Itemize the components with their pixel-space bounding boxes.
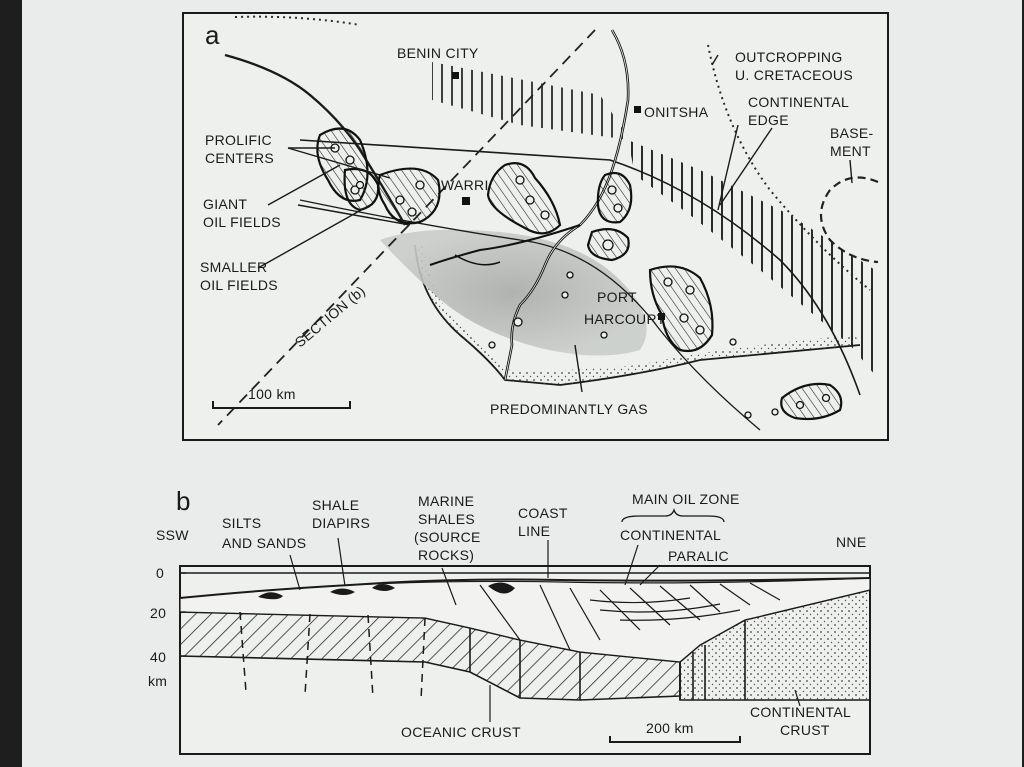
depth-0: 0 [156,565,164,581]
label-onitsha: ONITSHA [644,104,709,120]
depth-40: 40 [150,649,166,665]
label-marine-4: ROCKS) [418,547,474,563]
panel-b-section: b SSW NNE SILTS AND SANDS SHALE DIAPIRS … [148,486,871,755]
label-prolific-2: CENTERS [205,150,274,166]
label-benin-city: BENIN CITY [397,45,479,61]
label-paralic: PARALIC [668,548,729,564]
label-ssw: SSW [156,527,189,543]
label-shale-1: SHALE [312,497,359,513]
label-nne: NNE [836,534,866,550]
gas-area [380,229,647,356]
map-scale-bar [212,401,351,409]
label-section-scale: 200 km [646,720,694,736]
main-oil-zone-brace [621,507,725,523]
label-marine-1: MARINE [418,493,474,509]
label-continental-crust-2: CRUST [780,722,830,738]
river-branch-2 [454,254,501,266]
oil-fields [316,127,843,421]
panel-b-letter: b [176,486,190,516]
label-outcropping-1: OUTCROPPING [735,49,843,65]
warri-marker [462,197,470,205]
label-warri: WARRI [441,177,489,193]
growth-fault-1 [299,139,861,396]
label-coast-2: LINE [518,523,550,539]
section-scale-bar [609,736,741,743]
crust-steps [469,620,746,700]
growth-faults [479,582,781,651]
label-continental-edge-2: EDGE [748,112,789,128]
label-continental-crust-1: CONTINENTAL [750,704,851,720]
label-continental-zone: CONTINENTAL [620,527,721,543]
label-map-scale: 100 km [248,386,296,402]
label-silts-1: SILTS [222,515,261,531]
diapirs [258,582,515,600]
label-basement-2: MENT [830,143,871,159]
sea-floor [179,577,871,599]
label-port: PORT [597,289,637,305]
panel-a-map: a BENIN CITY ONITSHA WARRI PORT HARCOURT… [182,12,889,441]
sand-fringe [415,245,860,385]
label-giant-2: OIL FIELDS [203,214,281,230]
label-continental-edge-1: CONTINENTAL [748,94,849,110]
hatched-band-north [432,62,630,140]
panel-a-letter: a [205,20,220,50]
outcropping-line [707,44,871,291]
benin-city-marker [452,72,459,79]
label-smaller-1: SMALLER [200,259,267,275]
section-line [217,29,596,426]
depth-unit: km [148,673,167,689]
label-outcropping-2: U. CRETACEOUS [735,67,853,83]
hatched-band-continental-edge [628,140,875,375]
label-coast-1: COAST [518,505,568,521]
niger-river-inner [504,29,629,381]
label-basement-1: BASE- [830,125,874,141]
port-harcourt-marker [658,313,665,320]
label-giant-1: GIANT [203,196,247,212]
label-silts-2: AND SANDS [222,535,306,551]
river-branch [429,224,581,266]
onitsha-marker [634,106,641,113]
label-smaller-2: OIL FIELDS [200,277,278,293]
depth-20: 20 [150,605,166,621]
label-main-oil-zone: MAIN OIL ZONE [632,491,740,507]
label-prolific-1: PROLIFIC [205,132,272,148]
label-marine-2: SHALES [418,511,475,527]
label-harcourt: HARCOURT [584,311,666,327]
label-shale-2: DIAPIRS [312,515,370,531]
label-marine-3: (SOURCE [414,529,481,545]
label-oceanic-crust: OCEANIC CRUST [401,724,521,740]
label-predominantly-gas: PREDOMINANTLY GAS [490,401,648,417]
